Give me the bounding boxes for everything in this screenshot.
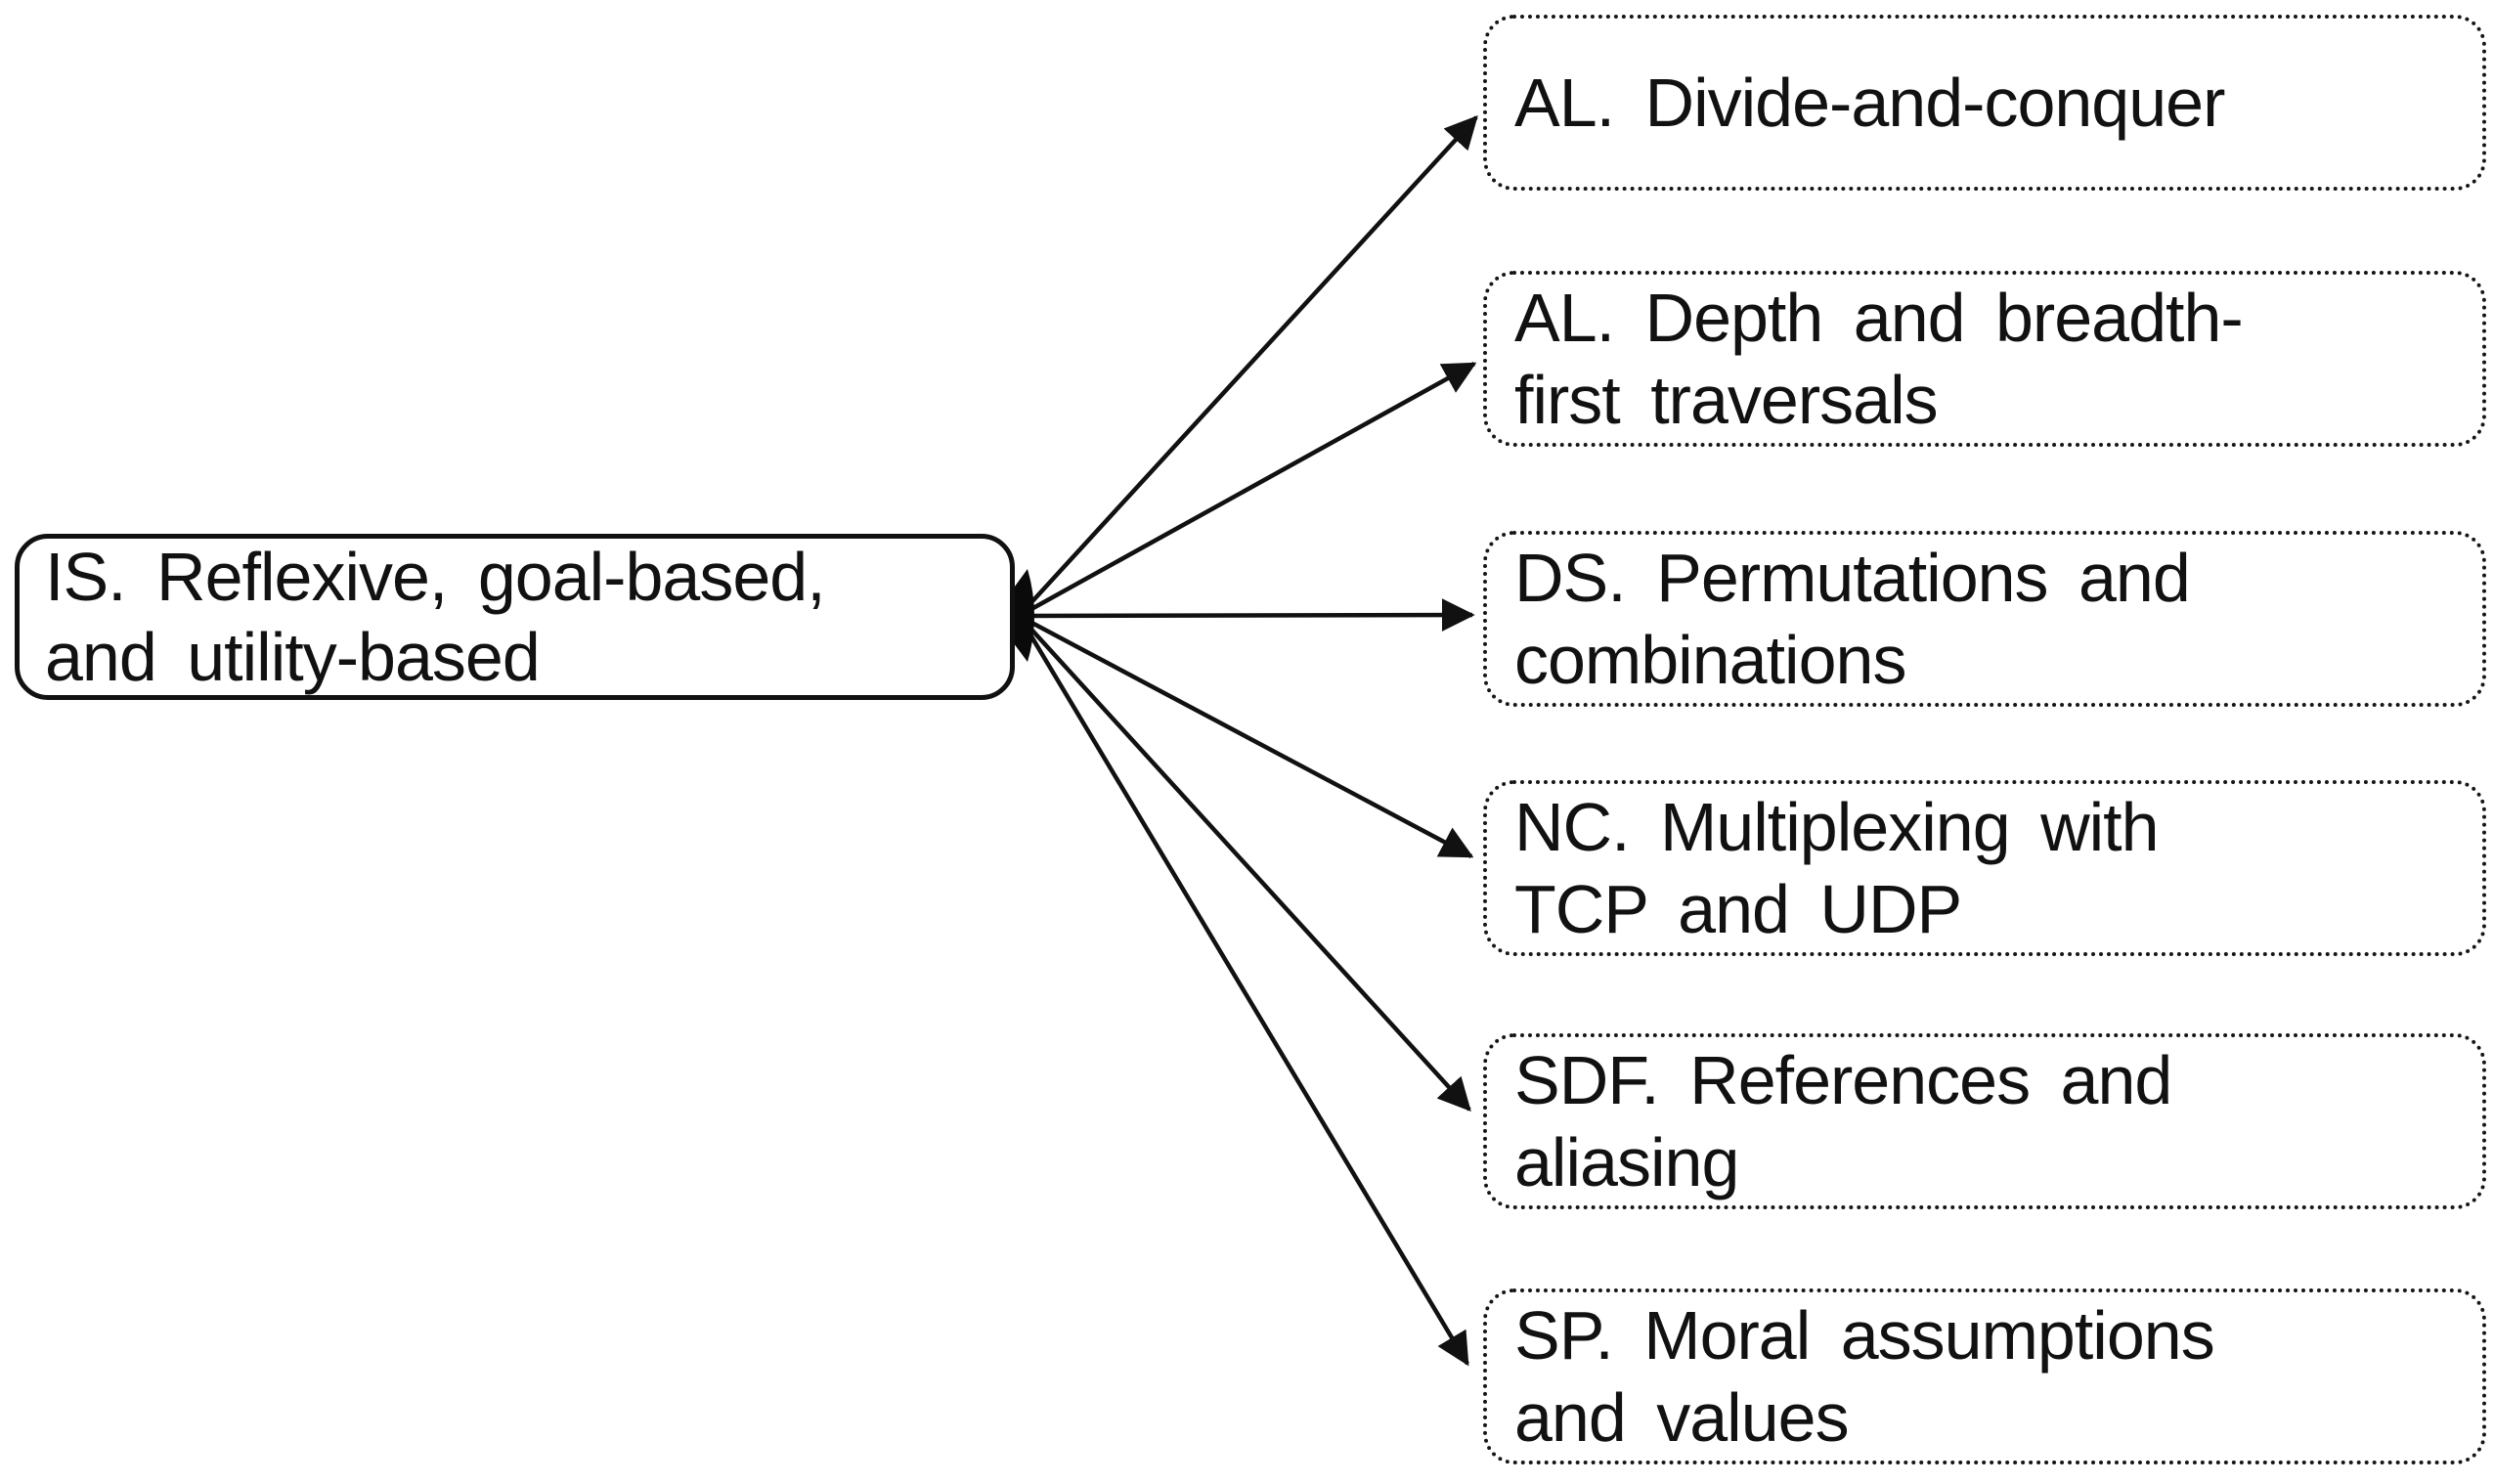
- node-label-line: SP. Moral assumptions: [1514, 1297, 2215, 1374]
- node-label-line: NC. Multiplexing with: [1514, 789, 2160, 865]
- node-label-line: and values: [1514, 1379, 1850, 1456]
- node-label-line: AL. Divide-and-conquer: [1514, 65, 2225, 141]
- edge-root-to-depth-breadth: [1021, 362, 1477, 616]
- node-label-line: SDF. References and: [1514, 1042, 2172, 1118]
- node-root-is-agents: IS. Reflexive, goal-based, and utility-b…: [15, 534, 1015, 700]
- node-sp-moral-assumptions-values: SP. Moral assumptions and values: [1483, 1288, 2486, 1464]
- edge-root-to-permutations: [1022, 598, 1475, 632]
- node-label-line: DS. Permutations and: [1514, 540, 2191, 616]
- node-ds-permutations-combinations: DS. Permutations and combinations: [1483, 531, 2486, 707]
- node-label-line: first traversals: [1514, 362, 1939, 438]
- node-sdf-references-aliasing: SDF. References and aliasing: [1483, 1033, 2486, 1209]
- edge-root-to-references: [1021, 618, 1471, 1112]
- node-label-line: AL. Depth and breadth-: [1514, 280, 2244, 356]
- edge-root-to-multiplexing: [1021, 616, 1474, 858]
- node-label-line: combinations: [1514, 622, 1906, 698]
- node-label-line: aliasing: [1514, 1124, 1739, 1200]
- node-al-divide-and-conquer: AL. Divide-and-conquer: [1483, 15, 2486, 191]
- edge-root-to-divide-and-conquer: [1021, 115, 1478, 614]
- node-label-line: TCP and UDP: [1514, 871, 1962, 947]
- node-nc-multiplexing-tcp-udp: NC. Multiplexing with TCP and UDP: [1483, 780, 2486, 956]
- node-al-depth-breadth-first: AL. Depth and breadth- first traversals: [1483, 271, 2486, 447]
- node-label-line: IS. Reflexive, goal-based,: [45, 539, 826, 615]
- node-label-line: and utility-based: [45, 619, 541, 695]
- edge-root-to-moral: [1021, 620, 1469, 1367]
